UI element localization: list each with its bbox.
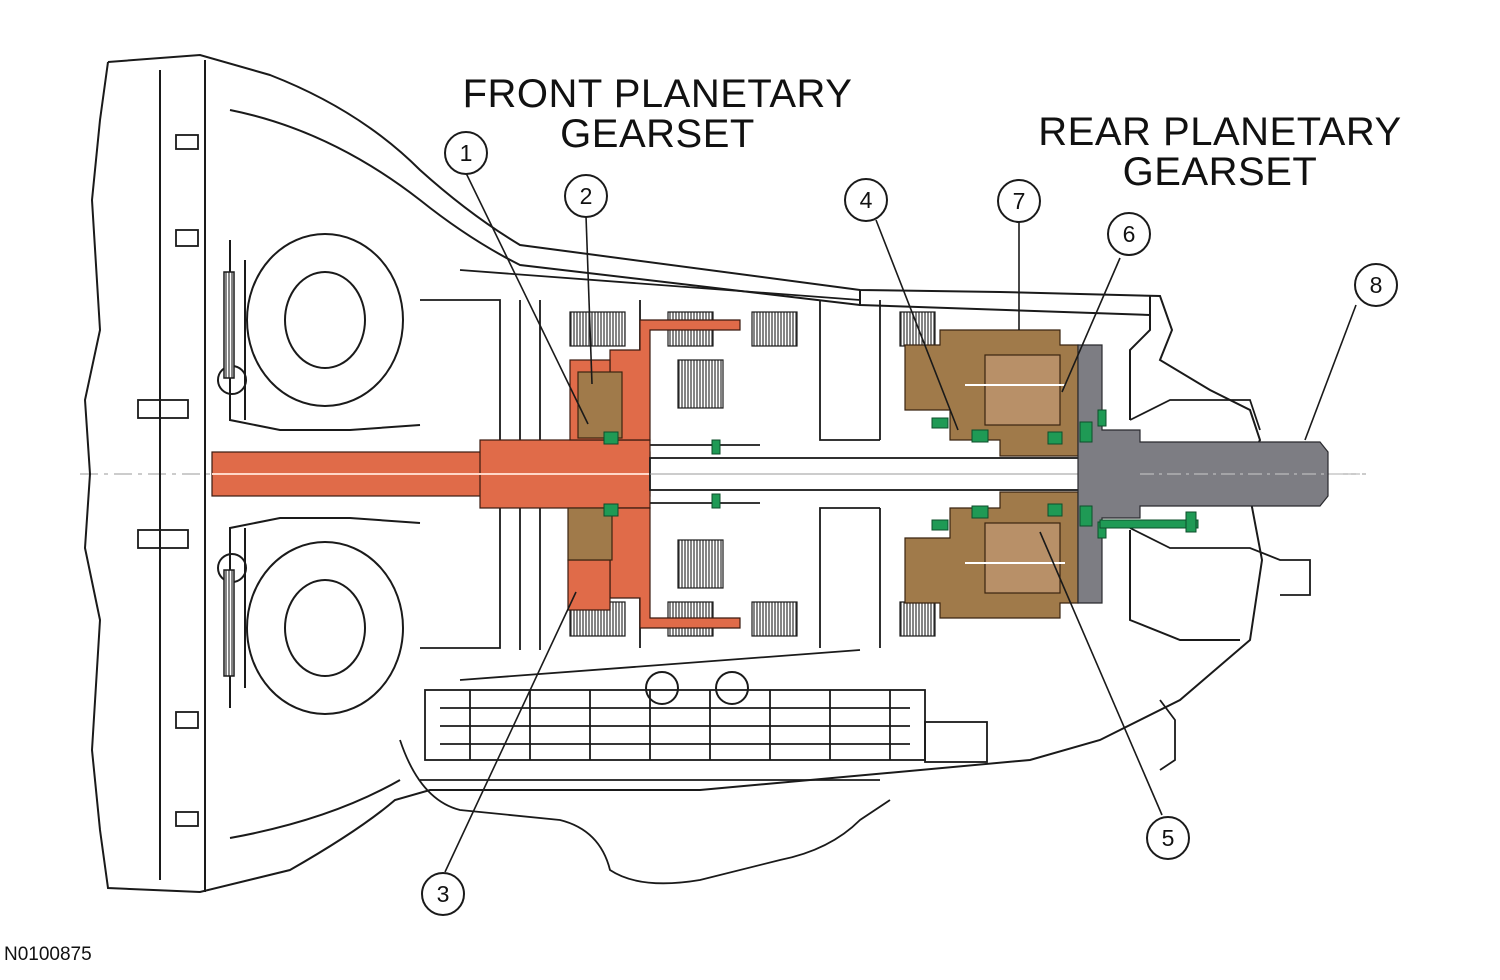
callout-8: 8 bbox=[1354, 263, 1398, 307]
callout-8-label: 8 bbox=[1370, 272, 1383, 298]
callout-5-label: 5 bbox=[1162, 825, 1175, 851]
callout-1: 1 bbox=[444, 131, 488, 175]
callout-5: 5 bbox=[1146, 816, 1190, 860]
rear-planetary-pinion-lines bbox=[965, 384, 1065, 564]
seals bbox=[603, 409, 1199, 539]
callout-3-label: 3 bbox=[437, 881, 450, 907]
converter-clutch-plates-upper bbox=[223, 271, 235, 379]
callout-7-label: 7 bbox=[1013, 188, 1026, 214]
front-heading-line-2: GEARSET bbox=[560, 112, 755, 156]
callouts: 1 2 3 4 5 6 7 8 bbox=[421, 131, 1398, 916]
callout-6-label: 6 bbox=[1123, 221, 1136, 247]
callout-4: 4 bbox=[844, 178, 888, 222]
callout-4-label: 4 bbox=[860, 187, 873, 213]
rear-heading-line-1: REAR PLANETARY bbox=[1038, 110, 1402, 154]
callout-6: 6 bbox=[1107, 212, 1151, 256]
callout-2: 2 bbox=[564, 174, 608, 218]
converter-clutch-plates-lower bbox=[223, 569, 235, 677]
callout-7: 7 bbox=[997, 179, 1041, 223]
figure-id: N0100875 bbox=[4, 944, 92, 965]
extension-housing bbox=[1129, 399, 1311, 771]
rear-planetary-gearset-heading: REAR PLANETARY GEARSET bbox=[1030, 112, 1410, 192]
case-bolts bbox=[137, 134, 199, 827]
callout-2-label: 2 bbox=[580, 183, 593, 209]
torque-converter bbox=[217, 233, 749, 715]
clutch-packs bbox=[569, 311, 936, 637]
front-heading-line-1: FRONT PLANETARY bbox=[462, 72, 853, 116]
callout-leaders bbox=[444, 172, 1357, 873]
rear-heading-line-2: GEARSET bbox=[1122, 150, 1318, 194]
valve-body bbox=[399, 689, 988, 885]
input-shaft-highlight bbox=[211, 319, 741, 629]
front-planetary-gearset-heading: FRONT PLANETARY GEARSET bbox=[455, 74, 860, 154]
callout-1-label: 1 bbox=[460, 140, 473, 166]
callout-3: 3 bbox=[421, 872, 465, 916]
output-mainshaft bbox=[649, 457, 1121, 491]
front-planetary-gearset-parts bbox=[567, 371, 623, 561]
